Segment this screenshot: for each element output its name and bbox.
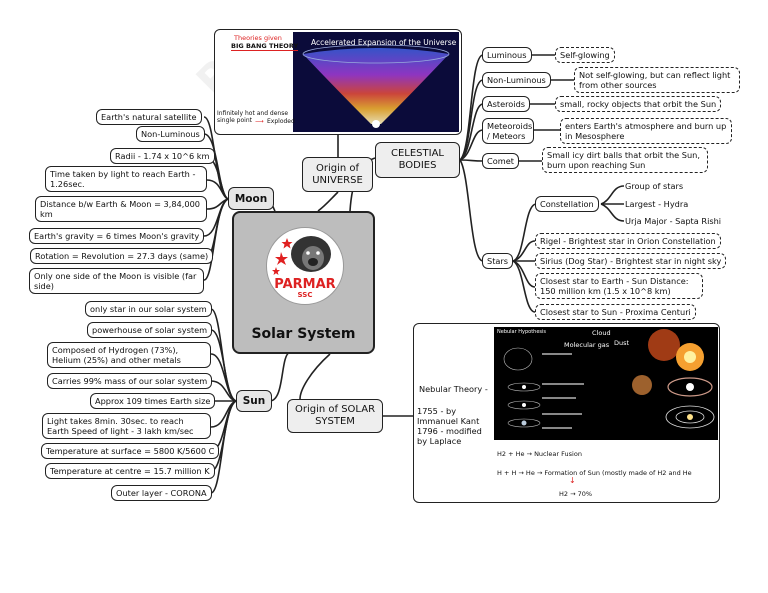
- celestial-desc: Small icy dirt balls that orbit the Sun,…: [542, 147, 708, 173]
- star-fact: Sirius (Dog Star) - Brightest star in ni…: [535, 253, 727, 269]
- sun-fact: powerhouse of solar system: [87, 322, 213, 338]
- constellation-item: Urja Major - Sapta Rishi: [625, 216, 722, 226]
- center-title: Solar System: [251, 326, 356, 342]
- star-fact: Rigel - Brightest star in Orion Constell…: [535, 233, 721, 249]
- sun-fact: Outer layer - CORONA: [111, 485, 212, 501]
- sun-fact: only star in our solar system: [85, 301, 212, 317]
- big-bang-label: BIG BANG THEORY: [231, 42, 299, 51]
- expansion-title: Accelerated Expansion of the Universe: [311, 38, 457, 47]
- formation-note: H + H → He → Formation of Sun (mostly ma…: [497, 469, 692, 477]
- moon-fact: Non-Luminous: [136, 126, 205, 142]
- molecular-gas-label: Molecular gas: [564, 341, 610, 349]
- sun-fact: Temperature at surface = 5800 K/5600 C: [41, 443, 220, 459]
- moon-fact: Rotation = Revolution = 27.3 days (same): [30, 248, 214, 264]
- sun-node: Sun: [236, 390, 272, 412]
- cloud-label: Cloud: [592, 329, 611, 337]
- constellation-item: Group of stars: [625, 181, 684, 191]
- sun-fact: Approx 109 times Earth size: [90, 393, 216, 409]
- exploded-label: Exploded: [267, 118, 295, 125]
- dust-label: Dust: [614, 339, 630, 347]
- nebular-image: Nebular Hypothesis Cloud Molecular gas D…: [494, 327, 718, 440]
- fusion-note: H2 + He → Nuclear Fusion: [497, 450, 582, 458]
- celestial-item: Meteoroids / Meteors: [482, 118, 534, 144]
- moon-fact: Distance b/w Earth & Moon = 3,84,000 km: [35, 196, 207, 222]
- expansion-cone-graphic: [302, 44, 450, 128]
- celestial-bodies-node: CELESTIAL BODIES: [375, 142, 460, 178]
- sun-fact: Light takes 8min. 30sec. to reach Earth …: [42, 413, 211, 439]
- infinity-note: Infinitely hot and dense single point: [217, 110, 289, 124]
- nebular-diagram-graphic: [503, 329, 715, 429]
- celestial-item: Non-Luminous: [482, 72, 551, 88]
- moon-fact: Radii - 1.74 x 10^6 km: [110, 148, 215, 164]
- parmar-logo: PARMAR SSC: [266, 227, 344, 305]
- arrow-icon: ⟶: [255, 118, 264, 125]
- moon-fact: Only one side of the Moon is visible (fa…: [29, 268, 204, 294]
- nebular-dates: 1755 - by Immanuel Kant 1796 - modified …: [417, 406, 482, 446]
- constellation-item: Largest - Hydra: [625, 199, 689, 209]
- sun-fact: Composed of Hydrogen (73%), Helium (25%)…: [47, 342, 211, 368]
- celestial-desc: small, rocky objects that orbit the Sun: [555, 96, 722, 112]
- star-fact: Closest star to Earth - Sun Distance: 15…: [535, 273, 703, 299]
- universe-image-panel: Accelerated Expansion of the Universe Th…: [214, 29, 462, 135]
- star-fact: Closest star to Sun - Proxima Centuri: [535, 304, 696, 320]
- lion-icon: [272, 236, 331, 275]
- h2-percent-note: H2 → 70%: [559, 490, 593, 498]
- celestial-item: Asteroids: [482, 96, 531, 112]
- theories-given-label: Theories given: [234, 34, 282, 42]
- origin-universe-node: Origin of UNIVERSE: [302, 157, 373, 192]
- nebular-hypothesis-title: Nebular Hypothesis: [497, 329, 547, 335]
- moon-fact: Earth's natural satellite: [96, 109, 202, 125]
- celestial-desc: enters Earth's atmosphere and burn up in…: [560, 118, 732, 144]
- stars-node: Stars: [482, 253, 514, 269]
- moon-node: Moon: [228, 187, 274, 210]
- center-node: PARMAR SSC Solar System: [232, 211, 375, 354]
- constellation-node: Constellation: [535, 196, 599, 212]
- sun-fact: Carries 99% mass of our solar system: [47, 373, 213, 389]
- celestial-item: Luminous: [482, 47, 532, 63]
- brand-name: PARMAR: [274, 277, 336, 292]
- celestial-desc: Self-glowing: [555, 47, 615, 63]
- origin-solar-node: Origin of SOLAR SYSTEM: [287, 399, 383, 433]
- celestial-item: Comet: [482, 153, 519, 169]
- nebular-theory-label: Nebular Theory -: [419, 384, 488, 394]
- down-arrow-icon: ↓: [569, 476, 576, 485]
- celestial-desc: Not self-glowing, but can reflect light …: [574, 67, 740, 93]
- solar-origin-panel: Nebular Theory - 1755 - by Immanuel Kant…: [413, 323, 720, 503]
- sun-fact: Temperature at centre = 15.7 million K: [45, 463, 215, 479]
- expansion-image: Accelerated Expansion of the Universe: [293, 32, 459, 132]
- moon-fact: Earth's gravity = 6 times Moon's gravity: [29, 228, 205, 244]
- brand-sub: SSC: [297, 291, 313, 299]
- moon-fact: Time taken by light to reach Earth - 1.2…: [45, 166, 207, 192]
